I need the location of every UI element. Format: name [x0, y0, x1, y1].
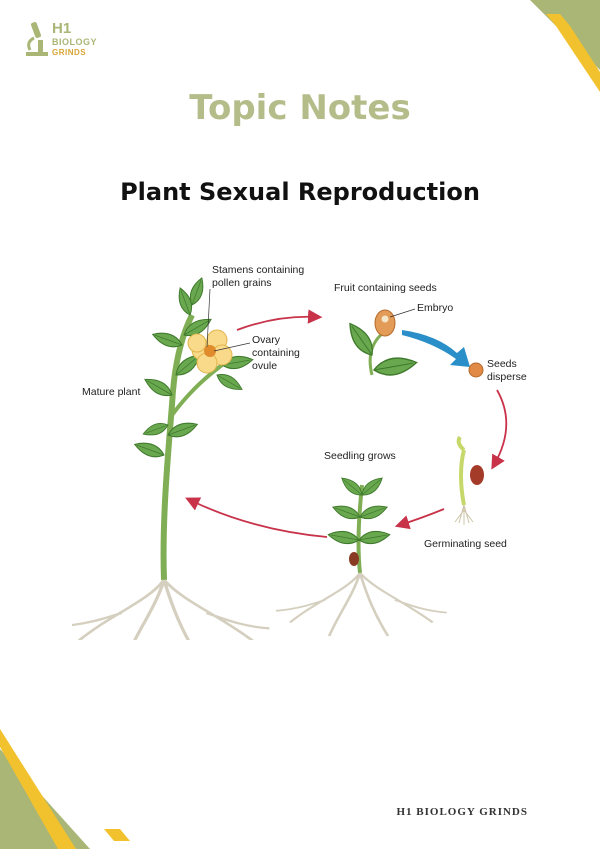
label-fruit: Fruit containing seeds	[334, 282, 437, 294]
plant-life-cycle-diagram: Stamens containing pollen grains Ovary c…	[72, 264, 527, 640]
label-ovary-1: Ovary	[252, 334, 281, 346]
label-seeds-disperse-1: Seeds	[487, 358, 517, 370]
microscope-icon	[26, 22, 48, 56]
dispersal-arrow	[402, 330, 470, 367]
cycle-arrow-3	[394, 508, 445, 530]
label-seedling-grows: Seedling grows	[324, 450, 396, 462]
footer-brand: H1 BIOLOGY GRINDS	[396, 806, 528, 818]
mature-plant	[72, 275, 272, 640]
label-stamens-2: pollen grains	[212, 277, 272, 289]
corner-decoration-bottom-left	[0, 729, 130, 849]
label-seeds-disperse-2: disperse	[487, 371, 527, 383]
cycle-arrow-2	[491, 389, 508, 470]
cycle-arrow-4	[185, 497, 328, 538]
logo-text-h1: H1	[52, 20, 72, 37]
page-subtitle: Plant Sexual Reproduction	[120, 178, 480, 206]
germinating-seed	[454, 435, 484, 525]
fruit-stage	[343, 309, 419, 379]
logo-text-grinds: GRINDS	[52, 48, 87, 57]
label-stamens-1: Stamens containing	[212, 264, 304, 276]
label-mature-plant: Mature plant	[82, 386, 140, 398]
page-title: Topic Notes	[189, 88, 411, 128]
corner-decoration-top-right	[530, 0, 600, 92]
label-germinating-seed: Germinating seed	[424, 538, 507, 550]
label-embryo: Embryo	[417, 302, 453, 314]
logo-text-biology: BIOLOGY	[52, 37, 98, 47]
seedling	[274, 473, 449, 638]
label-ovary-3: ovule	[252, 360, 277, 372]
label-ovary-2: containing	[252, 347, 300, 359]
cycle-arrow-1	[236, 309, 323, 331]
flower	[187, 329, 233, 374]
brand-logo: H1 BIOLOGY GRINDS	[24, 18, 104, 62]
